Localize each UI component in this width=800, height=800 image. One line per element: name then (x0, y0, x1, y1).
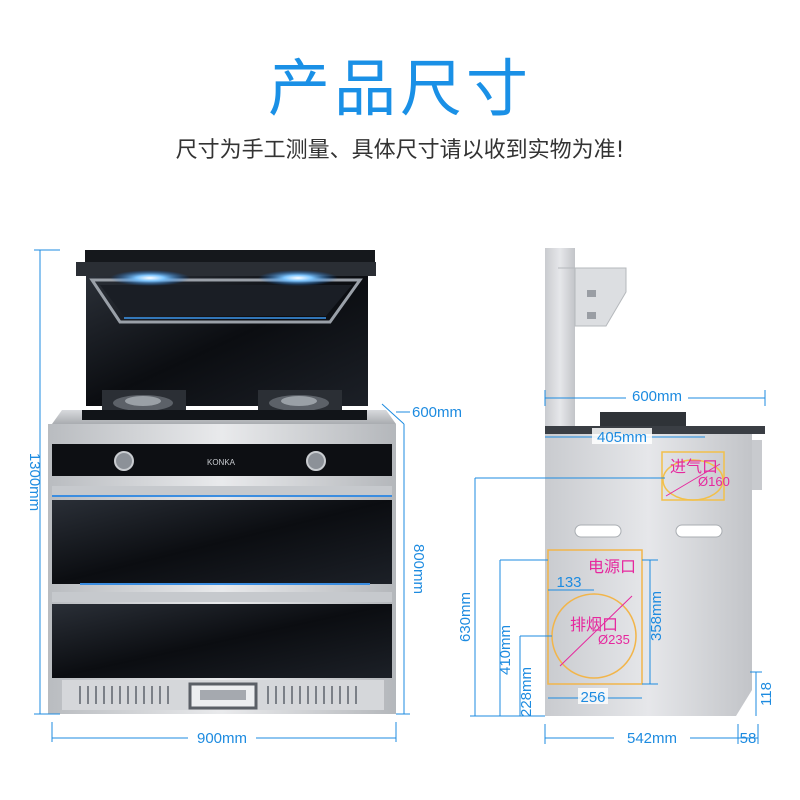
dim-256: 256 (580, 689, 605, 706)
brand-logo: KONKA (207, 458, 236, 467)
page-title: 产品尺寸 (267, 52, 532, 125)
blue-light-right (258, 270, 338, 286)
knob-right-icon (306, 451, 326, 471)
dim-358: 358mm (648, 591, 665, 641)
dim-118: 118 (758, 682, 775, 706)
dim-630: 630mm (457, 592, 474, 642)
side-back-panel (545, 248, 575, 428)
drawer-lower (52, 604, 392, 678)
dim-542: 542mm (627, 730, 677, 747)
hood-top-cap (85, 250, 375, 264)
dim-133: 133 (556, 574, 581, 591)
power-port-label: 电源口 (588, 558, 636, 576)
dim-width: 900mm (197, 730, 247, 747)
dim-58: 58 (740, 730, 757, 747)
side-worktop (545, 426, 765, 434)
front-view: KONKA (48, 250, 396, 714)
side-view (545, 248, 765, 716)
control-panel (52, 444, 392, 476)
exhaust-diameter: Ø235 (598, 632, 630, 647)
side-burner (600, 412, 686, 426)
dim-cut-depth: 405mm (597, 429, 647, 446)
dim-410: 410mm (497, 625, 514, 675)
blue-light-left (110, 270, 190, 286)
dim-height-total: 1300mm (26, 453, 43, 511)
dim-228: 228mm (518, 667, 535, 717)
air-inlet-diameter: Ø160 (698, 474, 730, 489)
dim-side-depth: 600mm (632, 388, 682, 405)
dim-depth: 600mm (412, 404, 462, 421)
air-inlet-icon (662, 459, 724, 501)
exhaust-label: 排烟口 (570, 616, 618, 634)
dim-cabinet-height: 800mm (410, 544, 427, 594)
hood-intake (100, 285, 352, 316)
knob-left-icon (114, 451, 134, 471)
page-subtitle: 尺寸为手工测量、具体尺寸请以收到实物为准! (175, 138, 625, 163)
air-inlet-label: 进气口 (670, 458, 718, 476)
drawer-upper (52, 500, 392, 584)
side-slot-right (675, 524, 723, 538)
side-cabinet (545, 434, 752, 716)
side-slot-left (574, 524, 622, 538)
